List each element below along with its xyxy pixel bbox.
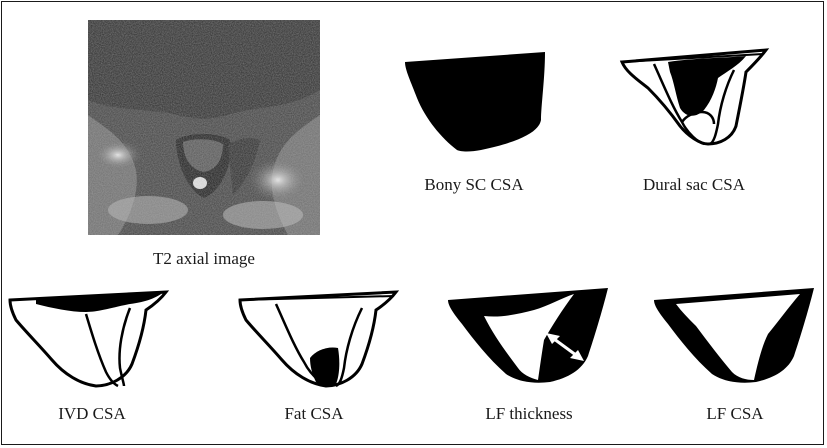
caption-bony-sc-csa: Bony SC CSA: [404, 175, 544, 195]
mri-drawing: [88, 20, 320, 235]
ivd-csa-diagram: [6, 288, 176, 393]
dural-sac-fill: [668, 56, 746, 116]
caption-t2-axial-image: T2 axial image: [128, 249, 280, 269]
fat-csa-diagram: [234, 288, 404, 393]
caption-ivd-csa: IVD CSA: [27, 404, 157, 424]
bony-canal-shape: [405, 52, 545, 152]
caption-lf-csa: LF CSA: [680, 404, 790, 424]
t2-axial-mri-image: [88, 20, 320, 235]
lf-thickness-diagram: [444, 282, 614, 392]
caption-lf-thickness: LF thickness: [464, 404, 594, 424]
dural-sac-csa-diagram: [614, 46, 774, 156]
caption-fat-csa: Fat CSA: [254, 404, 374, 424]
fat-region-fill: [310, 347, 339, 385]
caption-dural-sac-csa: Dural sac CSA: [619, 175, 769, 195]
bony-sc-csa-diagram: [395, 48, 555, 158]
lf-csa-diagram: [650, 282, 820, 392]
